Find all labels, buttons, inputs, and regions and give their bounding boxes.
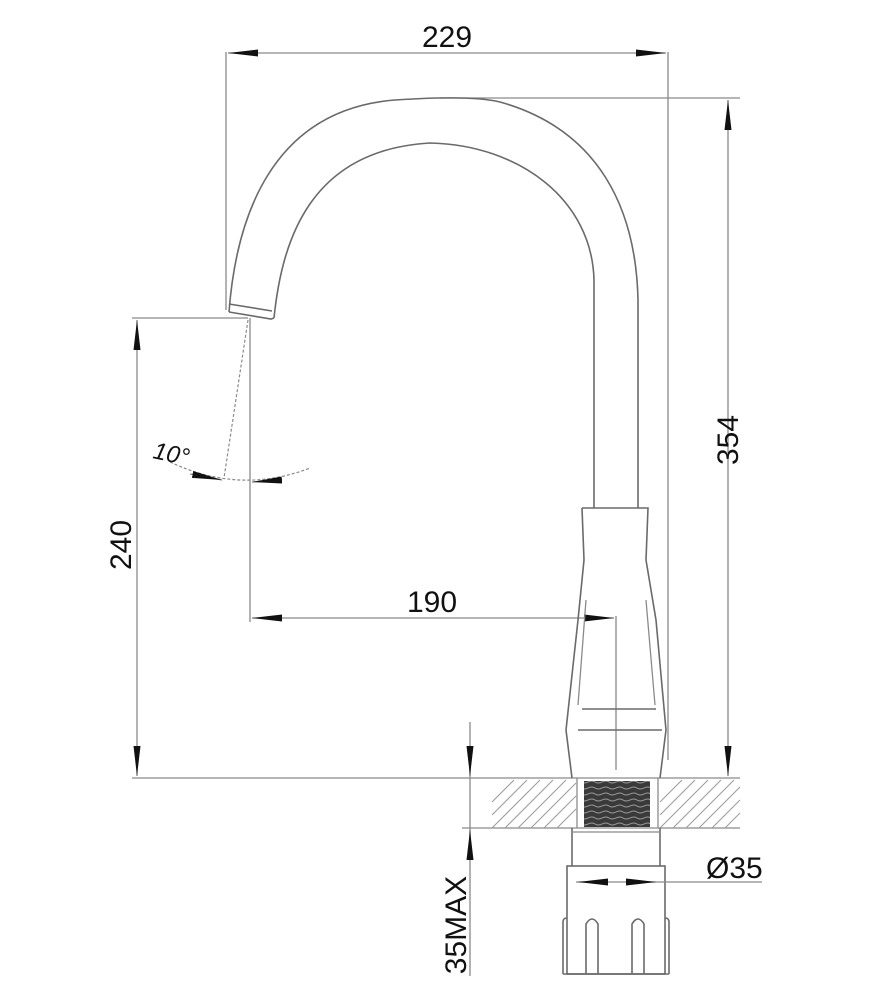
dimension-overall-height: 354: [440, 97, 745, 776]
dimension-spout-height: 240: [105, 317, 740, 779]
spout-reach-label: 190: [407, 586, 457, 619]
mounting-shank: [562, 828, 670, 975]
faucet-body: [565, 507, 667, 779]
countertop-section: [462, 778, 741, 829]
thickness-label: 35MAX: [440, 876, 473, 974]
angle-label: 10°: [151, 437, 193, 471]
thread-section: [584, 781, 650, 827]
width-label: 229: [422, 21, 472, 54]
dimension-overall-width: 229: [225, 21, 669, 760]
dimension-hole-diameter: Ø35: [576, 852, 763, 886]
dimension-swivel-angle: 10°: [151, 319, 311, 484]
dimension-spout-reach: 190: [249, 318, 617, 770]
spout-height-label: 240: [105, 520, 138, 570]
faucet-spout: [228, 97, 639, 508]
height-label: 354: [712, 415, 745, 465]
diameter-label: Ø35: [706, 852, 763, 885]
dimension-countertop-thickness: 35MAX: [440, 722, 474, 976]
